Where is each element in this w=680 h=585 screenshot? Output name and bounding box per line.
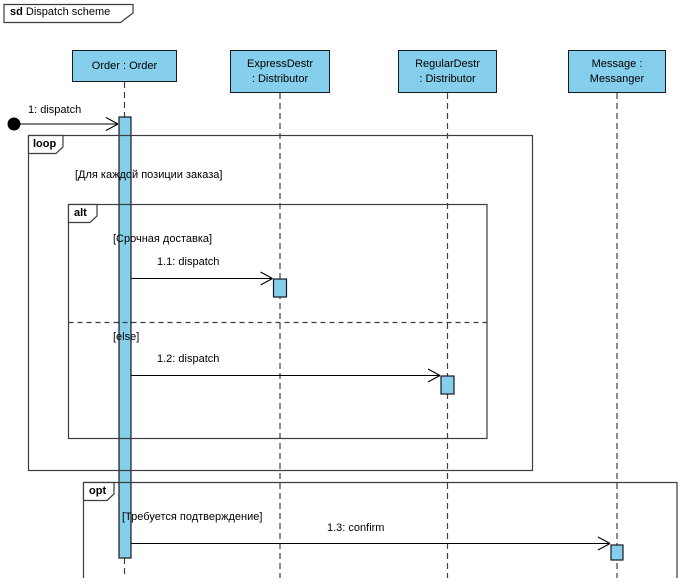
message-1-2-label: 1.2: dispatch [157, 353, 220, 365]
diagram-title-pentagon [3, 3, 134, 24]
lifeline-label: Message : [591, 57, 643, 70]
loop-pentagon [27, 134, 64, 155]
lifeline-label: : Distributor [419, 72, 476, 85]
diagram-title: sd Dispatch scheme [10, 6, 110, 19]
lifeline-head-regulardestr: RegularDestr : Distributor [398, 50, 497, 93]
fragment-alt-frame [67, 203, 488, 440]
lifeline-label: Messanger [589, 72, 645, 85]
opt-operator-label: opt [89, 485, 107, 497]
activation-message [610, 544, 624, 561]
diagram-title-text: Dispatch scheme [25, 6, 111, 18]
message-1-3-label: 1.3: confirm [327, 522, 385, 534]
opt-guard: [Требуется подтверждение] [122, 511, 263, 523]
lifeline-head-expressdestr: ExpressDestr : Distributor [230, 50, 330, 93]
loop-guard: [Для каждой позиции заказа] [75, 169, 223, 181]
activation-expressdestr [272, 278, 288, 298]
lifeline-label: ExpressDestr [246, 57, 314, 70]
alt-else-guard: [else] [113, 331, 140, 343]
alt-operator-label: alt [74, 207, 87, 219]
lifeline-head-order: Order : Order [72, 50, 177, 82]
loop-operator-label: loop [33, 138, 57, 150]
alt-pentagon [67, 203, 98, 224]
lifeline-label: Order : Order [91, 59, 158, 72]
fragment-opt-frame [82, 481, 678, 578]
found-message-circle [7, 117, 21, 131]
lifeline-label: RegularDestr [415, 57, 480, 70]
alt-guard: [Срочная доставка] [113, 233, 213, 245]
message-1-arrowhead-icon [105, 117, 119, 131]
diagram-title-keyword: sd [10, 6, 23, 18]
message-1-label: 1: dispatch [28, 104, 82, 116]
message-1-2-arrowhead-icon [427, 368, 441, 383]
message-1-1-label: 1.1: dispatch [157, 256, 220, 268]
lifeline-head-message: Message : Messanger [568, 50, 666, 93]
lifeline-label: : Distributor [251, 72, 309, 85]
activation-order [118, 116, 132, 559]
message-1-3-arrowhead-icon [597, 536, 611, 551]
activation-regulardestr [440, 375, 455, 395]
message-1-1-arrowhead-icon [260, 271, 273, 286]
fragment-loop-frame [27, 134, 534, 472]
opt-pentagon [82, 481, 115, 502]
